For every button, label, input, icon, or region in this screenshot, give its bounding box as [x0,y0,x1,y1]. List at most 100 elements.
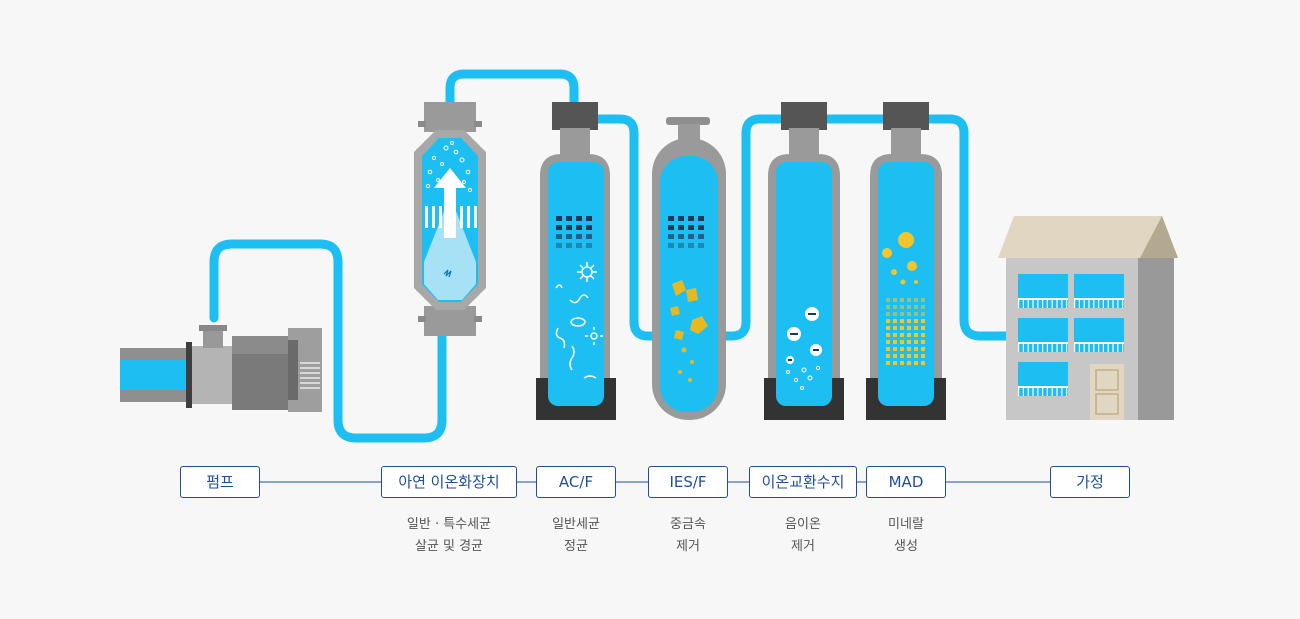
desc-line: 제거 [791,539,815,554]
rail-bar [1098,342,1100,352]
mineral-dot [914,347,918,351]
rail-bar [1027,298,1029,308]
mineral-dot [907,340,911,344]
mineral-dot [893,354,897,358]
water-pipes [209,69,1011,443]
mineral-dot [900,326,904,330]
mineral-dot [886,354,890,358]
rail-bar [1066,386,1068,396]
home-building [998,216,1178,420]
mineral-dot [921,319,925,323]
mineral-dot [893,333,897,337]
mineral-dot [886,361,890,365]
rail-bar [1061,386,1063,396]
resin-neck [789,128,819,154]
desc-line: 중금속 [670,517,706,532]
rail-bar [1046,386,1048,396]
rail-bar [1088,298,1090,308]
acf-filter-media [556,216,592,248]
desc-line: 미네랄 [888,517,924,532]
iesf-cap-top [666,117,710,125]
rail-bar [1037,342,1039,352]
rail-bar [1042,298,1044,308]
mineral-dot [921,347,925,351]
zinc-ionizer [414,102,486,336]
step-ion-exchange-desc: 음이온 제거 [749,514,857,558]
mineral-dot [886,312,890,316]
mineral-dot [886,326,890,330]
mineral-dot [907,319,911,323]
mineral-dot [900,312,904,316]
step-iesf-desc: 중금속 제거 [648,514,728,558]
resin-cap [781,102,827,130]
iesf-heavy-metals [670,280,708,382]
resin-anions [786,307,822,364]
mineral-dot [893,305,897,309]
rail-bar [1042,386,1044,396]
desc-line: 제거 [676,539,700,554]
mineral-dot [886,347,890,351]
rail-bar [1056,342,1058,352]
desc-line: 생성 [894,539,918,554]
rail-bar [1117,342,1119,352]
mineral-dot [886,340,890,344]
mineral-dot [893,312,897,316]
resin-bubbles [786,365,821,390]
ionizer-top-port [424,102,476,132]
rail-bar [1046,342,1048,352]
rail-bar [1061,298,1063,308]
mineral-dot [914,340,918,344]
resin-water [776,162,832,406]
mineral-dot [900,333,904,337]
mineral-dot [900,347,904,351]
mineral-dot [900,305,904,309]
pipe-mad-to-home [923,114,1011,341]
mad-cap [883,102,929,130]
step-pump-label: 펌프 [180,466,260,498]
mad-neck [891,128,921,154]
mineral-dot [893,340,897,344]
ionizer-bottom-port [424,306,476,336]
mad-minerals [882,232,918,285]
ionizer-bolts [418,121,482,322]
desc-line: 음이온 [785,517,821,532]
mineral-dot [893,298,897,302]
house-roof-side [1140,216,1178,258]
step-zinc-ionizer-label: 아연 이온화장치 [381,466,517,498]
pipe-ionizer-to-acf [445,69,579,109]
rail-bar [1074,342,1076,352]
rail-bar [1022,386,1024,396]
desc-line: 살균 및 경균 [414,539,484,554]
house-door-panel-bottom [1095,393,1119,415]
rail-bar [1037,386,1039,396]
pump-flange [186,342,192,408]
rail-bar [1112,298,1114,308]
rail-bar [1018,298,1020,308]
rail-bar [1056,386,1058,396]
mineral-dot [914,312,918,316]
rail-bar [1018,342,1020,352]
rail-bar [1018,386,1020,396]
mineral-dot [921,326,925,330]
rail-bar [1083,298,1085,308]
mineral-dot [893,326,897,330]
mineral-dot [907,347,911,351]
mineral-dot [907,361,911,365]
mineral-dot [921,312,925,316]
pump-top-cap [199,325,227,331]
step-ion-exchange-label: 이온교환수지 [749,466,857,498]
mineral-dot [907,305,911,309]
mineral-dot [921,354,925,358]
mineral-dot [893,319,897,323]
step-mad-label: MAD [866,466,946,498]
iesf-water [660,156,718,412]
rail-bar [1066,298,1068,308]
pump [120,325,322,412]
rail-bar [1093,298,1095,308]
mineral-dot [921,298,925,302]
rail-bar [1102,342,1104,352]
pump-inlet-water [120,360,188,390]
rail-bar [1022,298,1024,308]
